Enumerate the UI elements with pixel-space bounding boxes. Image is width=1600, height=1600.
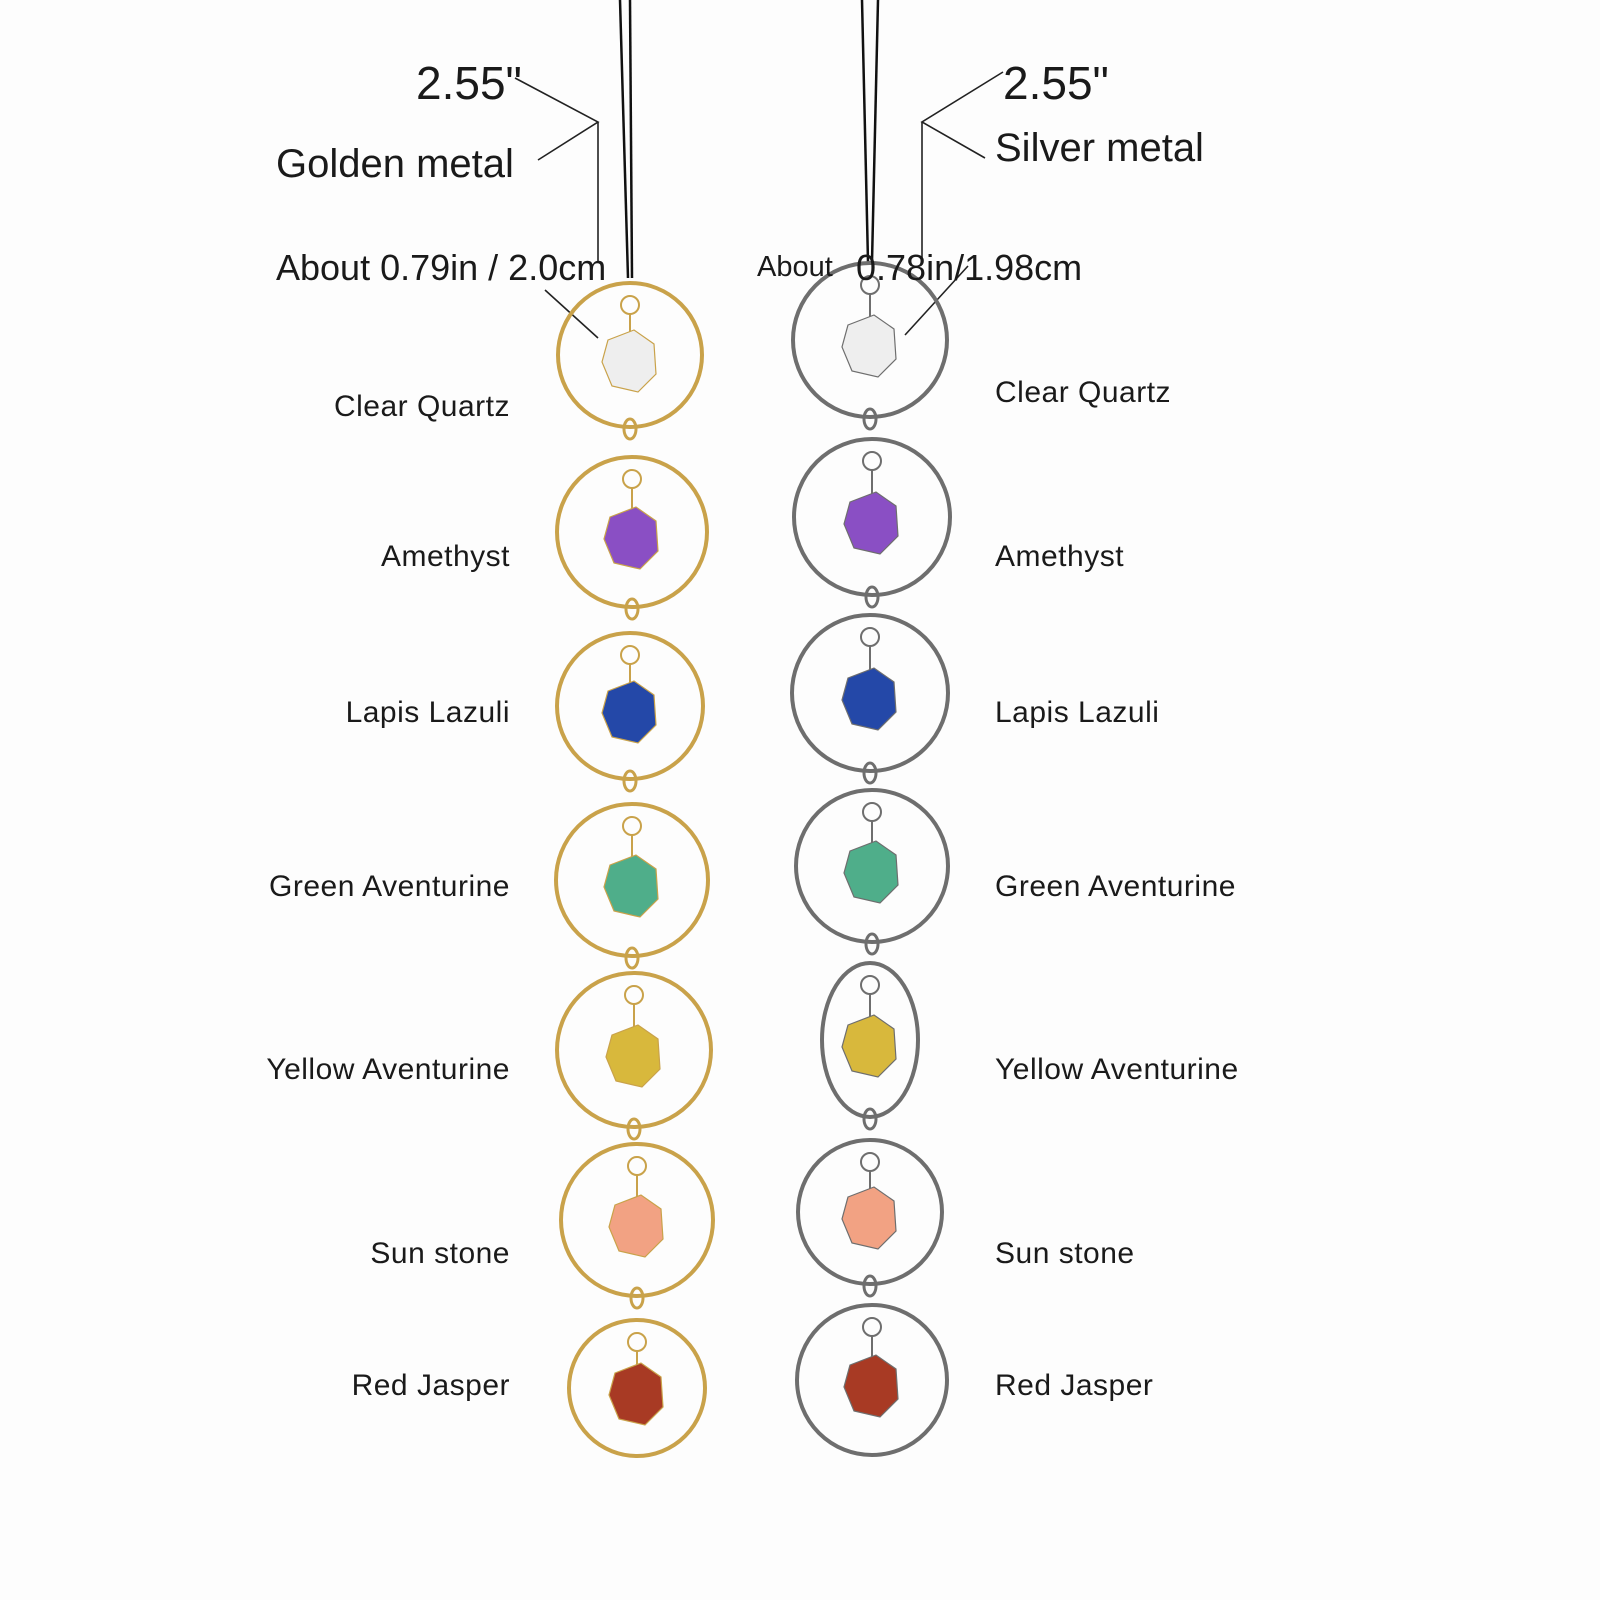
right-stone-label: Yellow Aventurine: [995, 1053, 1239, 1086]
jump-ring: [622, 816, 642, 836]
hanging-cords: [618, 0, 880, 279]
connector-link: [862, 761, 878, 785]
jump-ring: [624, 985, 644, 1005]
right-ring-size-prefix: About: [757, 251, 833, 283]
right-stone-label: Lapis Lazuli: [995, 696, 1160, 729]
jump-ring: [860, 1152, 880, 1172]
stone-amethyst: [843, 491, 899, 555]
left-stone-label: Clear Quartz: [333, 390, 510, 423]
left-stone-label: Yellow Aventurine: [266, 1053, 510, 1086]
connector-link: [862, 1274, 878, 1298]
right-finish-label: Silver metal: [995, 126, 1204, 170]
left-finish-label: Golden metal: [276, 142, 514, 186]
stone-lapis-lazuli: [601, 680, 657, 744]
connector-link: [622, 769, 638, 793]
ring: [794, 788, 950, 944]
stone-sun-stone: [841, 1186, 897, 1250]
left-stone-label: Sun stone: [370, 1237, 510, 1270]
connector-link: [624, 946, 640, 970]
left-ring-0: [556, 281, 704, 441]
right-stone-label: Sun stone: [995, 1237, 1135, 1270]
connector-link: [629, 1286, 645, 1310]
ring: [555, 971, 713, 1129]
left-ring-6: [567, 1318, 707, 1458]
ring: [792, 437, 952, 597]
stone-clear-quartz: [841, 314, 897, 378]
connector-link: [624, 597, 640, 621]
jump-ring: [622, 469, 642, 489]
jump-ring: [860, 975, 880, 995]
right-stone-label: Red Jasper: [995, 1369, 1154, 1402]
jump-ring: [860, 627, 880, 647]
stone-yellow-aventurine: [605, 1024, 661, 1088]
jump-ring: [862, 1317, 882, 1337]
right-stone-label: Green Aventurine: [995, 870, 1236, 903]
stone-sun-stone: [608, 1194, 664, 1258]
left-ring-4: [555, 971, 713, 1141]
left-stone-label: Lapis Lazuli: [345, 696, 510, 729]
left-stone-label: Green Aventurine: [269, 870, 510, 903]
right-ring-6: [795, 1303, 949, 1457]
connector-link: [864, 932, 880, 956]
ring: [790, 613, 950, 773]
stone-lapis-lazuli: [841, 667, 897, 731]
right-ring-0: [791, 261, 949, 431]
right-length-label: 2.55": [1003, 57, 1109, 109]
connector-link: [862, 407, 878, 431]
left-ring-2: [555, 631, 705, 793]
connector-link: [626, 1117, 642, 1141]
ring: [556, 281, 704, 429]
stone-green-aventurine: [603, 854, 659, 918]
left-length-label: 2.55": [416, 57, 522, 109]
jump-ring: [620, 295, 640, 315]
left-ring-5: [559, 1142, 715, 1310]
jump-ring: [627, 1332, 647, 1352]
left-stone-label: Amethyst: [380, 540, 510, 573]
stone-red-jasper: [843, 1354, 899, 1418]
ring: [555, 631, 705, 781]
right-ring-4: [820, 961, 920, 1131]
ring: [554, 802, 710, 958]
jump-ring: [620, 645, 640, 665]
ring: [567, 1318, 707, 1458]
right-ring-2: [790, 613, 950, 785]
stone-clear-quartz: [601, 329, 657, 393]
jump-ring: [627, 1156, 647, 1176]
ring: [555, 455, 709, 609]
connector-link: [622, 417, 638, 441]
right-stone-label: Amethyst: [995, 540, 1125, 573]
connector-link: [862, 1107, 878, 1131]
jump-ring: [862, 451, 882, 471]
stone-yellow-aventurine: [841, 1014, 897, 1078]
left-stone-label: Red Jasper: [351, 1369, 510, 1402]
jump-ring: [862, 802, 882, 822]
left-ring-size-label: About 0.79in / 2.0cm: [276, 247, 607, 288]
left-ring-1: [555, 455, 709, 621]
right-ring-5: [796, 1138, 944, 1298]
ring: [559, 1142, 715, 1298]
ring: [820, 961, 920, 1119]
right-ring-1: [792, 437, 952, 609]
ring: [796, 1138, 944, 1286]
left-ring-3: [554, 802, 710, 970]
stone-amethyst: [603, 506, 659, 570]
right-ring-3: [794, 788, 950, 956]
connector-link: [864, 585, 880, 609]
right-stone-label: Clear Quartz: [995, 376, 1172, 409]
right-ring-size-label: 0.78in/1.98cm: [856, 247, 1083, 288]
stone-red-jasper: [608, 1362, 664, 1426]
stone-green-aventurine: [843, 840, 899, 904]
ring: [791, 261, 949, 419]
ring: [795, 1303, 949, 1457]
